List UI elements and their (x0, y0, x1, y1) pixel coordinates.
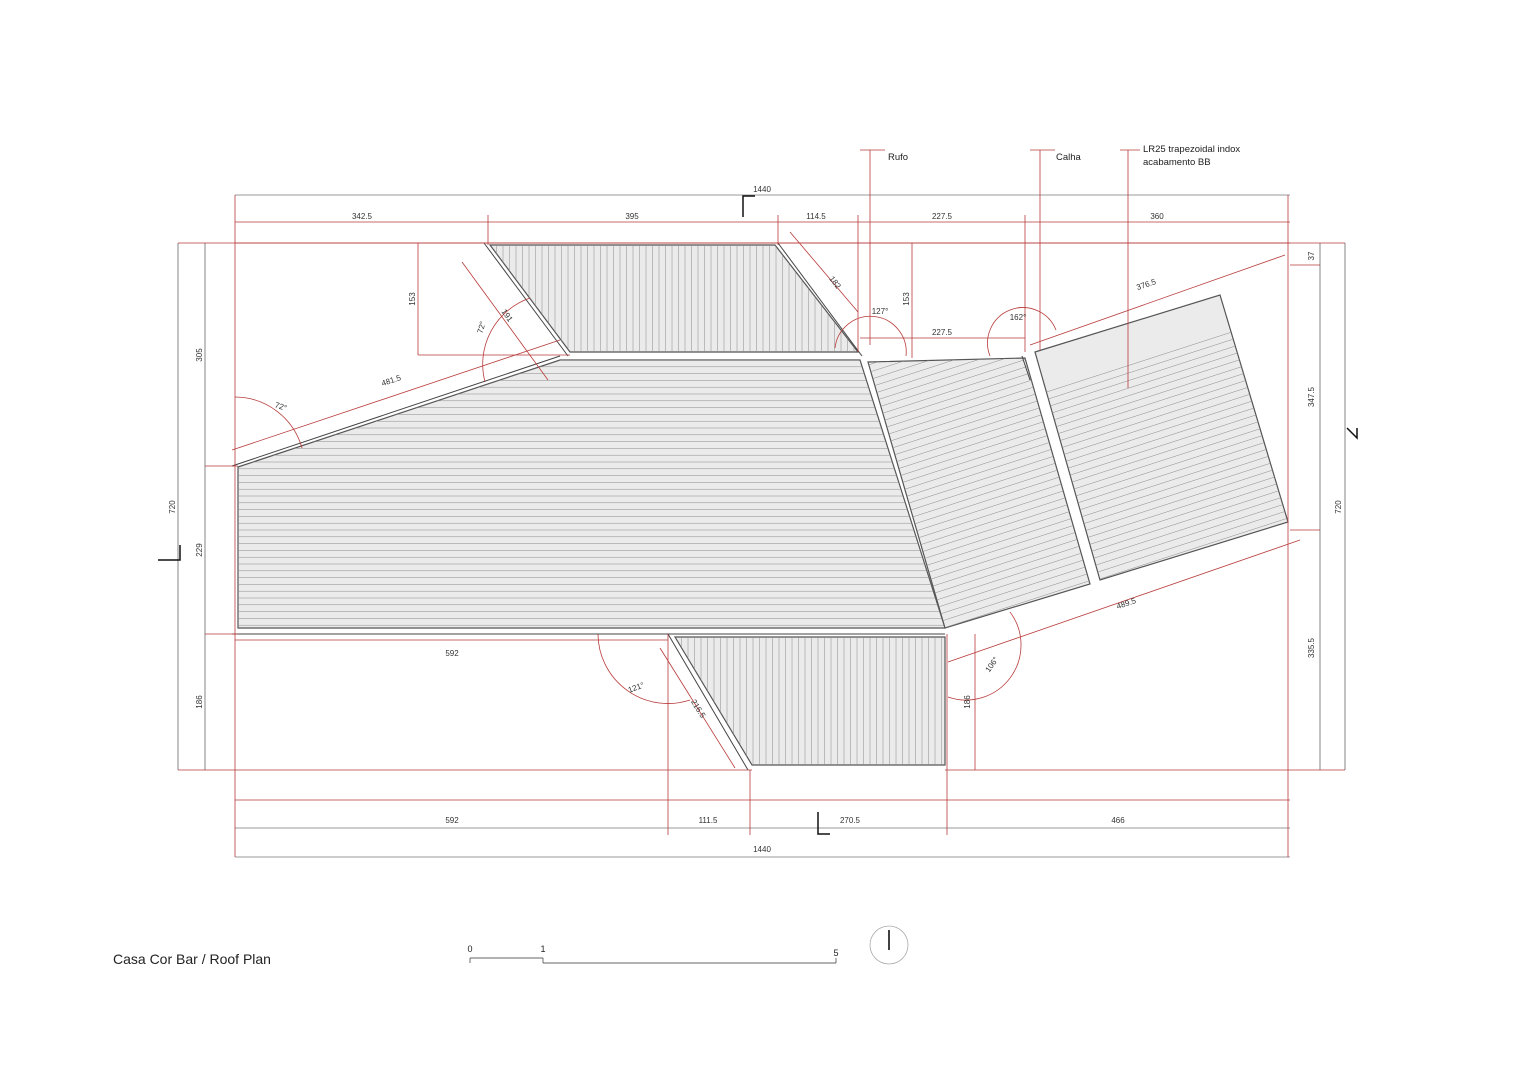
dim-inner-186: 186 (963, 695, 972, 709)
angle-106: 106° (984, 655, 1001, 674)
dim-right-1: 37 (1307, 251, 1316, 260)
roof-panel-main (237, 359, 946, 629)
dim-top-3: 114.5 (806, 212, 826, 221)
note-calha: Calha (1056, 152, 1082, 163)
dim-right-total: 720 (1334, 500, 1343, 514)
hatch-line (1058, 611, 1398, 721)
dim-inner-489: 489.5 (1115, 596, 1137, 611)
scale-label-1: 1 (540, 944, 545, 954)
hatch-line (1074, 659, 1414, 769)
hatch-line (1087, 700, 1427, 810)
dim-bottom-4: 466 (1111, 816, 1125, 825)
hatch-line (1060, 618, 1400, 728)
dim-top-total: 1440 (753, 185, 771, 194)
dim-left-2: 229 (195, 543, 204, 557)
dim-inner-182: 182 (827, 274, 843, 290)
angle-72b: 72° (476, 320, 488, 334)
scale-bar: 0 1 5 (467, 944, 839, 964)
hatch-line (1035, 494, 1288, 580)
angle-72a: 72° (274, 400, 288, 412)
hatch-line (1042, 562, 1288, 580)
dim-left-total: 720 (168, 500, 177, 514)
hatch-line (868, 433, 1090, 544)
dim-inner-153a: 153 (408, 292, 417, 306)
hatch-line (868, 358, 1090, 428)
dim-top-1: 342.5 (352, 212, 373, 221)
angle-121: 121° (627, 681, 646, 695)
hatch-line (868, 440, 1090, 551)
dim-bottom-total: 1440 (753, 845, 771, 854)
dim-right-2: 347.5 (1307, 386, 1316, 407)
hatch-line (1040, 556, 1288, 580)
hatch-line (1069, 645, 1409, 755)
hatch-line (1076, 666, 1416, 776)
hatch-line (1083, 686, 1423, 796)
hatch-line (1065, 631, 1405, 741)
dim-bottom-2: 111.5 (699, 816, 718, 825)
hatch-line (868, 542, 1090, 628)
roof-panel-bottom (673, 636, 946, 766)
dim-bottom-3: 270.5 (840, 816, 861, 825)
hatch-line (1092, 714, 1432, 824)
section-markers (158, 195, 1358, 835)
dim-inner-191: 191 (500, 308, 515, 325)
dim-bottom-1: 592 (445, 816, 459, 825)
hatch-line (868, 358, 1090, 421)
angle-162: 162° (1010, 313, 1027, 322)
dim-left-1: 305 (195, 348, 204, 362)
angle-127: 127° (872, 307, 889, 316)
dim-top-5: 360 (1150, 212, 1164, 221)
hatch-line (1038, 549, 1288, 580)
roof-panel-right (1034, 294, 1432, 824)
hatch-line (1035, 542, 1288, 580)
hatch-line (1078, 673, 1418, 783)
dim-inner-227: 227.5 (932, 328, 953, 337)
dim-inner-376: 376.5 (1135, 277, 1157, 292)
callout-annotations: Rufo Calha LR25 trapezoidal indox acabam… (888, 144, 1240, 168)
scale-label-5: 5 (833, 948, 838, 958)
hatch-line (1049, 584, 1389, 694)
hatch-line (1081, 679, 1421, 789)
dim-inner-216: 216.5 (689, 698, 708, 720)
hatch-line (1044, 569, 1288, 580)
hatch-line (868, 549, 1090, 628)
dim-right-3: 335.5 (1307, 637, 1316, 658)
hatch-line (1054, 597, 1394, 707)
note-material-line2: acabamento BB (1143, 157, 1211, 168)
note-material-line1: LR25 trapezoidal indox (1143, 144, 1240, 155)
drawing-title: Casa Cor Bar / Roof Plan (113, 951, 271, 967)
hatch-line (1067, 638, 1407, 748)
hatch-line (1063, 625, 1403, 735)
roof-panel-top (488, 244, 860, 353)
hatch-line (868, 358, 1090, 442)
dim-inner-153b: 153 (902, 292, 911, 306)
dim-left-3: 186 (195, 695, 204, 709)
hatch-line (1046, 576, 1288, 580)
hatch-line (868, 358, 1090, 435)
dim-top-2: 395 (625, 212, 639, 221)
north-arrow-icon (869, 925, 909, 965)
hatch-line (1072, 652, 1412, 762)
dimension-lines (177, 149, 1346, 858)
hatch-line (868, 358, 1090, 449)
dim-inner-592: 592 (445, 649, 459, 658)
dim-top-4: 227.5 (932, 212, 953, 221)
hatch-line (1085, 693, 1425, 803)
hatch-line (1052, 590, 1392, 700)
note-rufo: Rufo (888, 152, 908, 163)
scale-label-0: 0 (467, 944, 472, 954)
hatch-line (1035, 535, 1288, 580)
dim-inner-481: 481.5 (380, 373, 402, 388)
